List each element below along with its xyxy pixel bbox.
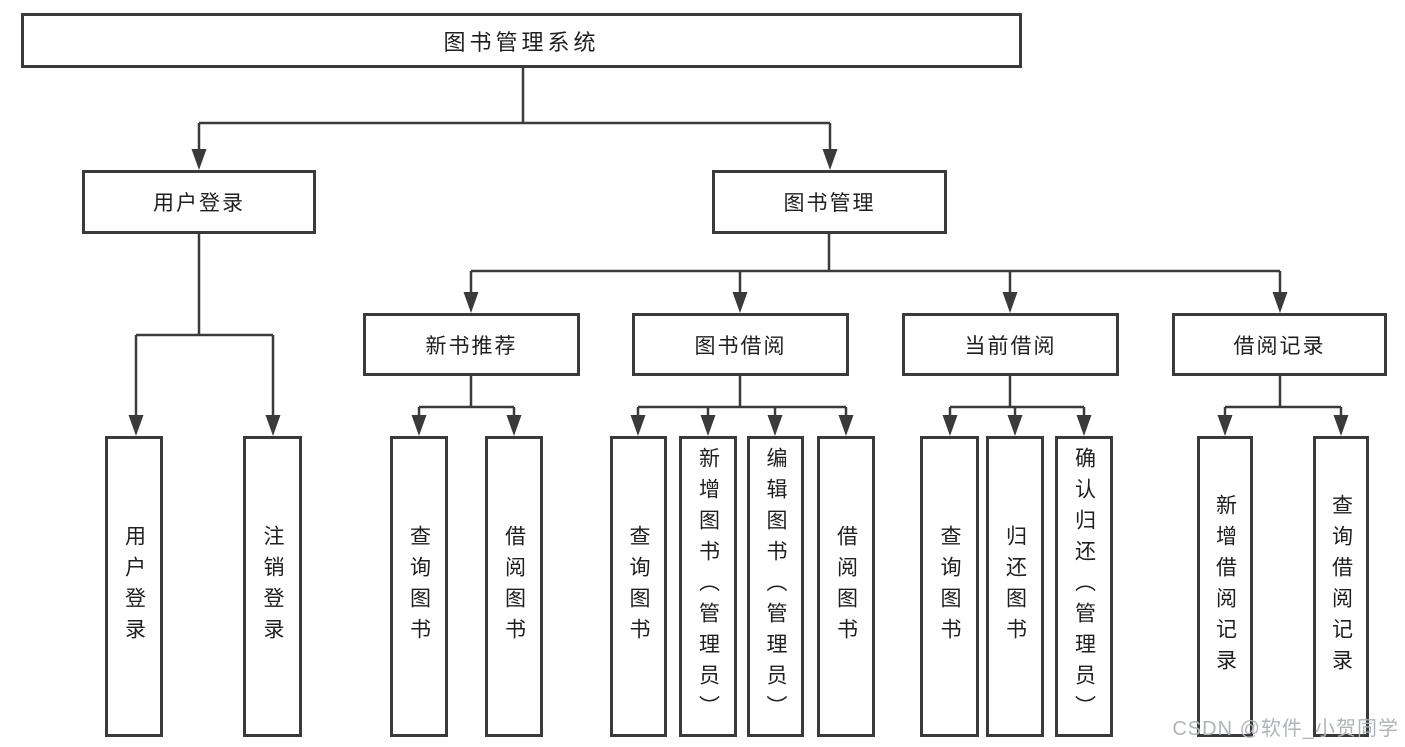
leaf-logout: 注销登录 bbox=[243, 436, 302, 737]
leaf-label: 查询图书 bbox=[938, 524, 961, 649]
leaf-label: 查询图书 bbox=[627, 524, 650, 649]
leaf-label: 借阅图书 bbox=[834, 524, 858, 649]
leaf-user-login: 用户登录 bbox=[105, 436, 163, 737]
leaf-add-borrow-record: 新增借阅记录 bbox=[1197, 436, 1253, 737]
leaf-label: 注销登录 bbox=[261, 524, 284, 649]
arrowheads bbox=[128, 149, 1349, 436]
leaf-label: 用户登录 bbox=[122, 524, 146, 649]
node-root: 图书管理系统 bbox=[21, 13, 1022, 68]
leaf-label: 归还图书 bbox=[1003, 524, 1027, 649]
node-user-login: 用户登录 bbox=[82, 170, 316, 234]
leaf-label: 借阅图书 bbox=[502, 524, 526, 649]
connector-strokes bbox=[134, 68, 1343, 420]
leaf-borrow-books-recommend: 借阅图书 bbox=[485, 436, 543, 737]
node-new-book-recommend: 新书推荐 bbox=[363, 313, 580, 376]
csdn-watermark: CSDN @软件_小贺同学 bbox=[1172, 718, 1399, 740]
leaf-label: 新增图书（管理员） bbox=[696, 447, 720, 726]
leaf-return-book: 归还图书 bbox=[986, 436, 1044, 737]
leaf-query-books-recommend: 查询图书 bbox=[390, 436, 448, 737]
leaf-add-book-admin: 新增图书（管理员） bbox=[679, 436, 737, 737]
leaf-label: 查询图书 bbox=[407, 524, 431, 649]
leaf-query-books-current: 查询图书 bbox=[920, 436, 979, 737]
node-current-borrow: 当前借阅 bbox=[902, 313, 1119, 376]
node-borrow-records: 借阅记录 bbox=[1172, 313, 1387, 376]
leaf-query-books-borrow: 查询图书 bbox=[610, 436, 667, 737]
leaf-confirm-return-admin: 确认归还（管理员） bbox=[1055, 436, 1113, 737]
leaf-edit-book-admin: 编辑图书（管理员） bbox=[747, 436, 804, 737]
node-book-management: 图书管理 bbox=[712, 170, 947, 234]
leaf-label: 新增借阅记录 bbox=[1213, 493, 1237, 680]
leaf-label: 确认归还（管理员） bbox=[1072, 447, 1096, 726]
leaf-label: 编辑图书（管理员） bbox=[764, 447, 787, 726]
node-book-borrow: 图书借阅 bbox=[632, 313, 849, 376]
leaf-borrow-book: 借阅图书 bbox=[817, 436, 875, 737]
leaf-label: 查询借阅记录 bbox=[1329, 493, 1353, 680]
leaf-query-borrow-record: 查询借阅记录 bbox=[1313, 436, 1369, 737]
